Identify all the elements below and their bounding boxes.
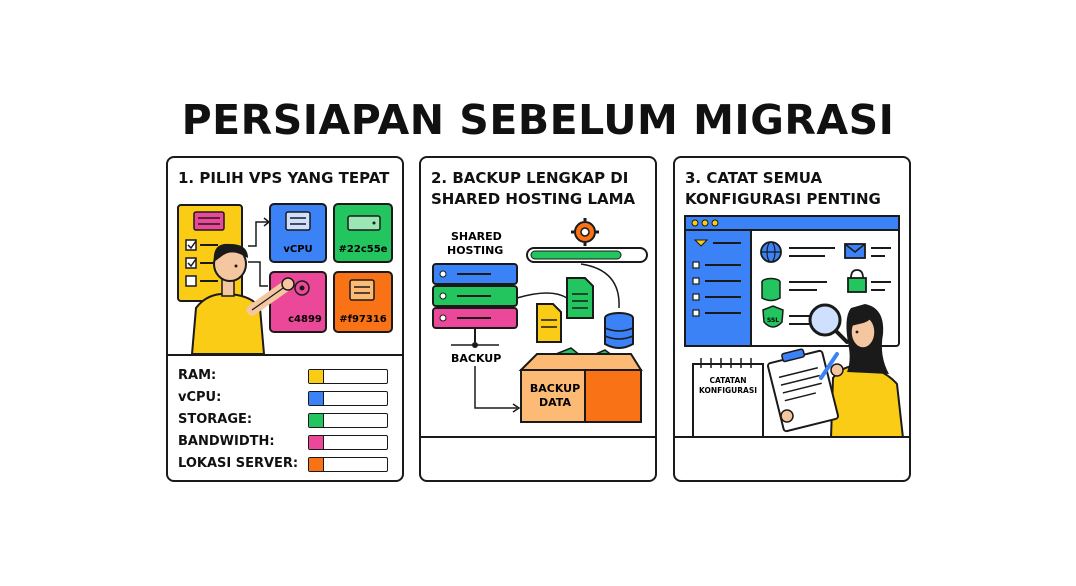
heading-line: SHARED HOSTING LAMA: [431, 190, 636, 208]
backup-label: BACKUP: [451, 352, 501, 365]
gear-icon: [571, 218, 599, 246]
vps-illustration: vCPU #22c55e c4899 #f97316: [177, 203, 393, 355]
gear-icon: [294, 280, 310, 296]
spec-label: RAM:: [178, 368, 217, 383]
panel-divider: [168, 354, 402, 356]
panel-backup: 2. BACKUP LENGKAP DI SHARED HOSTING LAMA…: [419, 156, 657, 482]
spec-row-vcpu: vCPU:: [178, 388, 392, 408]
spec-swatch: [309, 370, 324, 383]
spec-bar: [308, 369, 388, 384]
spec-label: STORAGE:: [178, 412, 253, 427]
box-label: DATA: [539, 396, 571, 409]
heading-line: 2. BACKUP LENGKAP DI: [431, 169, 629, 187]
mail-icon: [844, 243, 866, 259]
spec-bar: [308, 435, 388, 450]
ssl-label: SSL: [767, 317, 779, 324]
heading-line: KONFIGURASI PENTING: [685, 190, 881, 208]
shield-icon: [762, 305, 784, 328]
person-illustration: [190, 243, 295, 355]
tile-label: #22c55e: [339, 244, 388, 255]
lock-icon: [847, 269, 867, 293]
spec-label: vCPU:: [178, 390, 222, 405]
backup-illustration: SHARED HOSTING BACKU: [432, 218, 648, 423]
spec-row-storage: STORAGE:: [178, 410, 392, 430]
spec-swatch: [309, 436, 324, 449]
panel-heading: 1. PILIH VPS YANG TEPAT: [178, 169, 390, 187]
box-label: BACKUP: [530, 382, 580, 395]
spec-bar: [308, 391, 388, 406]
spec-bar: [308, 457, 388, 472]
spec-swatch: [309, 392, 324, 405]
spec-label: LOKASI SERVER:: [178, 456, 299, 471]
vps-tile-cpu: [269, 203, 327, 263]
server-icon: [349, 279, 375, 301]
file-icon: [566, 277, 594, 319]
spec-swatch: [309, 458, 324, 471]
shared-hosting-label: HOSTING: [447, 244, 503, 257]
spec-label: BANDWIDTH:: [178, 434, 275, 449]
tile-label: vCPU: [283, 244, 312, 255]
page-title: PERSIAPAN SEBELUM MIGRASI: [181, 96, 895, 144]
tile-label: c4899: [288, 314, 322, 325]
database-icon: [604, 312, 634, 349]
notes-label: CATATAN: [709, 376, 746, 385]
server-icon: [193, 211, 225, 231]
backup-box-icon: [518, 347, 643, 423]
globe-icon: [760, 241, 782, 263]
tile-label: #f97316: [339, 314, 387, 325]
spec-row-bandwidth: BANDWIDTH:: [178, 432, 392, 452]
panel-config: 3. CATAT SEMUA KONFIGURASI PENTING: [673, 156, 911, 482]
config-illustration: SSL CATATAN KONFIGURASI: [684, 215, 905, 438]
notes-label: KONFIGURASI: [699, 386, 757, 395]
database-icon: [761, 277, 781, 302]
shared-hosting-label: SHARED: [451, 230, 502, 243]
heading-line: 3. CATAT SEMUA: [685, 169, 823, 187]
panel-heading: 3. CATAT SEMUA KONFIGURASI PENTING: [685, 168, 901, 210]
panel-heading: 2. BACKUP LENGKAP DI SHARED HOSTING LAMA: [431, 168, 647, 210]
server-stack-icon: [432, 263, 518, 348]
panel-divider: [421, 436, 655, 438]
panel-choose-vps: 1. PILIH VPS YANG TEPAT: [166, 156, 404, 482]
file-icon: [536, 303, 562, 343]
panel-divider: [675, 436, 909, 438]
spec-row-location: LOKASI SERVER:: [178, 454, 392, 474]
progress-fill: [530, 250, 622, 260]
notes-pad-icon: [692, 358, 764, 438]
vps-tile-location: [333, 271, 393, 333]
spec-row-ram: RAM:: [178, 366, 392, 386]
clipboard-icon: [767, 348, 844, 433]
magnifier-icon: [808, 303, 849, 344]
vps-tile-storage: [333, 203, 393, 263]
spec-bar: [308, 413, 388, 428]
spec-swatch: [309, 414, 324, 427]
